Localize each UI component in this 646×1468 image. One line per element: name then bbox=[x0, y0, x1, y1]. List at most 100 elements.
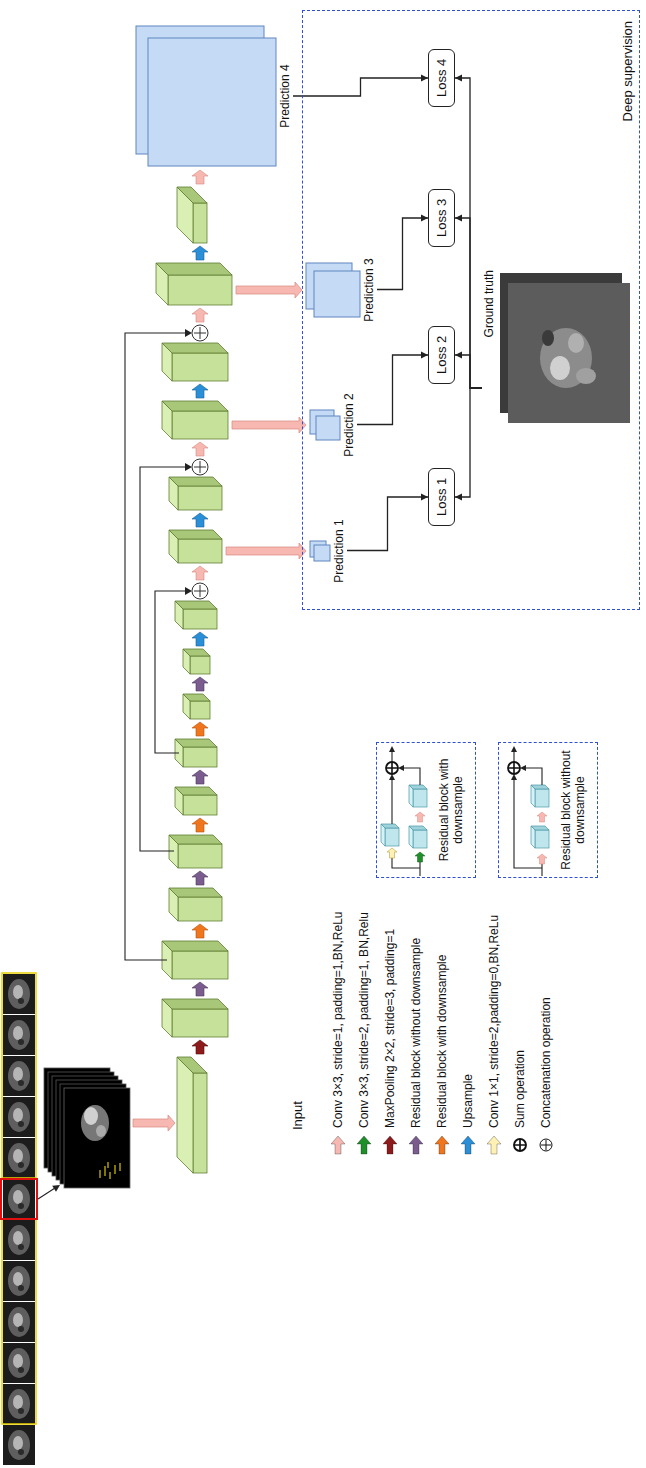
ct-slice-strip-part bbox=[2, 973, 36, 1178]
connector-line bbox=[455, 355, 482, 388]
legend-swatch bbox=[356, 1134, 372, 1156]
input-volume-part bbox=[133, 1115, 175, 1131]
feature-blocks-part bbox=[162, 343, 228, 381]
skip-connections-part bbox=[155, 591, 186, 753]
residual-block-without-downsample bbox=[508, 746, 549, 876]
ct-slice-strip-part bbox=[3, 1220, 35, 1260]
residual-block-with-downsample-part bbox=[392, 858, 420, 876]
feature-blocks-part-part bbox=[175, 739, 217, 747]
annotation-label: Input bbox=[290, 1101, 305, 1130]
residual-block-without-downsample-part bbox=[531, 826, 549, 830]
feature-blocks-part-part bbox=[193, 203, 207, 243]
operation-arrows-part bbox=[192, 770, 208, 784]
connector-line bbox=[357, 355, 428, 425]
residual-block-without-downsample-part bbox=[537, 854, 547, 864]
sum-symbol bbox=[514, 1139, 526, 1151]
feature-blocks-part-part bbox=[172, 353, 228, 381]
input-volume bbox=[44, 1068, 175, 1188]
connector bbox=[347, 494, 428, 551]
feature-blocks-part-part bbox=[172, 411, 228, 439]
prediction-maps-part bbox=[316, 416, 340, 440]
input-volume-part bbox=[100, 1162, 120, 1179]
legend-arrow bbox=[383, 1136, 397, 1154]
supervision-arrows-part bbox=[226, 543, 306, 559]
feature-blocks-part bbox=[162, 999, 228, 1037]
residual-block-without-downsample-part bbox=[535, 830, 549, 848]
residual-block-with-downsample-part bbox=[413, 830, 427, 848]
legend-text: Residual block with downsample bbox=[435, 955, 449, 1128]
input-volume-part bbox=[81, 1105, 109, 1141]
ground-truth: Ground truth bbox=[482, 268, 632, 428]
arrowhead bbox=[455, 75, 462, 82]
feature-blocks-part bbox=[175, 601, 217, 629]
concatenation-symbol-part bbox=[192, 459, 208, 475]
ct-slice-strip-part bbox=[3, 1302, 35, 1342]
residual-block-panel: Residual block without downsample bbox=[498, 742, 598, 878]
operation-arrows-part bbox=[192, 566, 208, 580]
feature-blocks-part-part bbox=[162, 401, 228, 411]
ct-slice-strip-part bbox=[2, 1219, 36, 1424]
feature-blocks-part-part bbox=[177, 1057, 207, 1073]
concatenation-symbol-part bbox=[194, 585, 206, 597]
legend-text: Conv 3×3, stride=2, padding=1, BN,Relu bbox=[357, 912, 371, 1128]
node-label: Loss 3 bbox=[434, 199, 449, 237]
feature-blocks-part-part bbox=[162, 941, 228, 951]
feature-blocks-part-part bbox=[162, 343, 228, 353]
feature-blocks-part-part bbox=[183, 609, 217, 629]
loss-box: Loss 3 bbox=[428, 189, 455, 247]
feature-blocks-part-part bbox=[172, 1009, 228, 1037]
legend-swatch bbox=[538, 1134, 554, 1156]
skip-connections bbox=[125, 329, 192, 960]
prediction-map: Prediction 2 bbox=[310, 392, 357, 459]
residual-block-without-downsample-part bbox=[531, 785, 549, 789]
operation-arrows-part bbox=[192, 722, 208, 736]
legend-arrow bbox=[409, 1136, 423, 1154]
operation-arrows-part bbox=[192, 170, 208, 184]
connector bbox=[293, 75, 428, 97]
feature-blocks-part-part bbox=[190, 701, 210, 719]
node-label: Loss 4 bbox=[434, 59, 449, 97]
node-label: Prediction 1 bbox=[332, 518, 347, 585]
connector bbox=[377, 215, 428, 290]
prediction-maps bbox=[136, 26, 360, 561]
residual-block-with-downsample-part bbox=[409, 826, 427, 830]
operation-arrows-part bbox=[192, 982, 208, 996]
ground-truth-image-part bbox=[542, 330, 554, 346]
feature-blocks-part bbox=[169, 477, 222, 510]
feature-blocks-part-part bbox=[169, 835, 222, 844]
feature-blocks-part-part bbox=[190, 656, 210, 674]
arrowhead bbox=[455, 494, 462, 501]
feature-blocks-part-part bbox=[168, 275, 232, 305]
ct-slice-strip-part bbox=[3, 974, 35, 1014]
feature-blocks-part-part bbox=[169, 530, 222, 539]
concatenation-symbol-part bbox=[192, 325, 208, 341]
feature-blocks-part-part bbox=[177, 187, 207, 203]
residual-block-with-downsample-part bbox=[387, 848, 397, 858]
feature-blocks-part-part bbox=[183, 694, 210, 701]
feature-blocks-part bbox=[162, 941, 228, 979]
connector bbox=[357, 352, 428, 425]
legend-arrow bbox=[331, 1136, 345, 1154]
supervision-arrows-part bbox=[232, 417, 306, 433]
residual-block-without-downsample-part bbox=[535, 789, 549, 807]
connector-line bbox=[455, 218, 482, 388]
feature-blocks-part-part bbox=[178, 539, 222, 563]
ct-slice-strip-part bbox=[3, 1384, 35, 1424]
node-label: Ground truth bbox=[482, 268, 497, 428]
prediction-maps-part bbox=[314, 545, 330, 561]
ground-truth-image-part bbox=[508, 283, 630, 423]
residual-block-panel: Residual block with downsample bbox=[376, 742, 476, 878]
supervision-arrows bbox=[226, 282, 306, 559]
ct-slice-strip-part bbox=[3, 1425, 35, 1465]
feature-blocks-part-part bbox=[175, 787, 217, 795]
arrowhead bbox=[421, 215, 428, 222]
residual-block-with-downsample-part bbox=[389, 774, 395, 780]
feature-blocks-part-part bbox=[193, 1073, 207, 1173]
operation-arrows-part bbox=[192, 818, 208, 832]
node-label: Prediction 4 bbox=[278, 26, 293, 166]
operation-arrows bbox=[192, 170, 208, 1054]
legend-arrow bbox=[487, 1136, 501, 1154]
node-label: Loss 1 bbox=[434, 478, 449, 516]
